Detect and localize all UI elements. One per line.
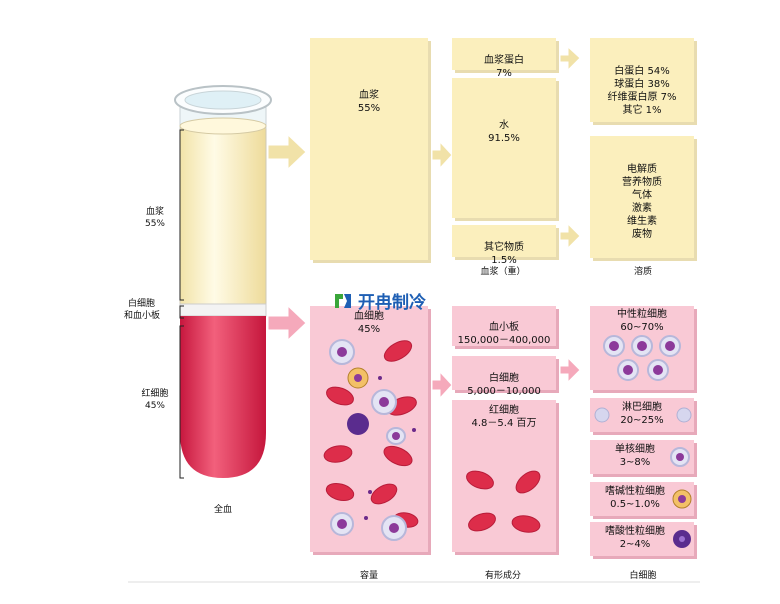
basophil-text: 嗜碱性粒细胞 0.5~1.0% xyxy=(605,486,665,510)
plasma-water-box: 水 91.5% xyxy=(452,78,556,218)
plasma-main-text: 血浆 55% xyxy=(357,90,381,114)
monocyte-cell xyxy=(670,447,690,467)
watermark-logo: 开冉制冷 xyxy=(332,288,426,313)
protein-breakdown-box: 白蛋白 54% 球蛋白 38% 纤维蛋白原 7% 其它 1% xyxy=(590,38,694,122)
lymphocyte-text: 淋巴细胞 20~25% xyxy=(620,402,664,426)
plasma-water-text: 水 91.5% xyxy=(488,120,520,144)
tube-rbc-label: 红细胞 45% xyxy=(141,389,169,411)
platelets-text: 血小板 150,000－400,000 xyxy=(457,322,551,346)
protein-breakdown-text: 白蛋白 54% 球蛋白 38% 纤维蛋白原 7% 其它 1% xyxy=(607,66,677,116)
eosinophil-box: 嗜酸性粒细胞 2~4% xyxy=(590,522,694,556)
eosinophil-text: 嗜酸性粒细胞 2~4% xyxy=(605,526,665,550)
rbc-count-text: 红细胞 4.8－5.4 百万 xyxy=(471,405,537,429)
plasma-weight-caption: 血浆（重） xyxy=(480,267,526,277)
lymphocyte-cells xyxy=(594,407,692,423)
test-tube xyxy=(174,85,272,478)
formed-elements-caption: 有形成分 xyxy=(484,571,521,581)
basophil-cell xyxy=(672,489,692,509)
neutrophil-cells xyxy=(603,335,681,381)
logo-text: 开冉制冷 xyxy=(358,293,426,313)
wbc-caption: 白细胞 xyxy=(629,571,657,581)
plasma-protein-box: 血浆蛋白 7% xyxy=(452,38,556,79)
rbc-count-box: 红细胞 4.8－5.4 百万 xyxy=(452,400,556,552)
neutrophil-box: 中性粒细胞 60~70% xyxy=(590,306,694,390)
rbc-illustration xyxy=(466,470,541,533)
tube-brackets xyxy=(179,129,184,479)
blood-cells-text: 血细胞 45% xyxy=(354,311,384,335)
plasma-other-box: 其它物质 1.5% xyxy=(452,225,556,266)
tube-caption: 全血 xyxy=(214,505,233,515)
plasma-other-text: 其它物质 1.5% xyxy=(484,242,524,266)
solutes-caption: 溶质 xyxy=(633,267,652,277)
tube-plasma-label: 血浆 55% xyxy=(144,207,165,229)
plasma-protein-text: 血浆蛋白 7% xyxy=(484,55,524,79)
tube-platelet-label: 和血小板 xyxy=(124,311,161,321)
plasma-main-box: 血浆 55% xyxy=(310,38,428,260)
blood-cells-box: 血细胞 45% xyxy=(310,306,428,552)
solutes-text: 电解质 营养物质 气体 激素 维生素 废物 xyxy=(622,164,662,240)
logo-icon xyxy=(335,293,351,308)
basophil-box: 嗜碱性粒细胞 0.5~1.0% xyxy=(590,482,694,516)
solutes-box: 电解质 营养物质 气体 激素 维生素 废物 xyxy=(590,136,694,258)
tube-wbc-label: 白细胞 xyxy=(128,299,156,309)
monocyte-text: 单核细胞 3~8% xyxy=(615,444,655,468)
platelets-box: 血小板 150,000－400,000 xyxy=(452,306,556,346)
wbc-count-text: 白细胞 5,000－10,000 xyxy=(467,373,541,397)
eosinophil-cell xyxy=(673,530,691,548)
neutrophil-text: 中性粒细胞 60~70% xyxy=(617,309,667,333)
lymphocyte-box: 淋巴细胞 20~25% xyxy=(590,398,694,432)
volume-caption: 容量 xyxy=(359,571,378,581)
monocyte-box: 单核细胞 3~8% xyxy=(590,440,694,474)
blood-cells-illustration xyxy=(323,339,419,541)
wbc-count-box: 白细胞 5,000－10,000 xyxy=(452,356,556,397)
